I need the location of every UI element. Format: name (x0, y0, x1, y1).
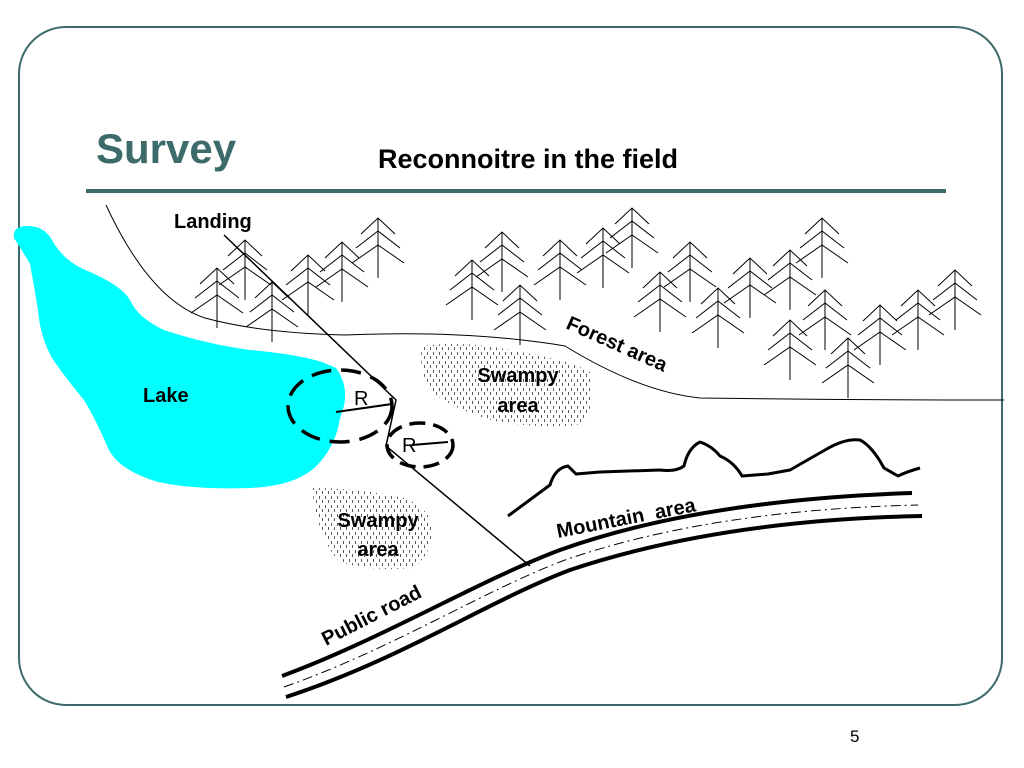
swampy-upper-label-line1: Swampy (477, 365, 559, 387)
tree-icon (891, 289, 945, 351)
slide-title: Survey (96, 125, 237, 172)
slide-subtitle: Reconnoitre in the field (378, 144, 679, 174)
tree-icon (190, 267, 244, 329)
forest-boundary-right (344, 333, 1005, 401)
recon-point-label-2: R (402, 435, 416, 457)
tree-icon (691, 287, 745, 349)
tree-icon (795, 217, 849, 279)
tree-icon (475, 231, 529, 293)
recon-bearing-1 (335, 403, 393, 413)
tree-icon (245, 281, 299, 343)
title-divider (86, 189, 946, 193)
tree-icon (663, 241, 717, 303)
recon-point-label-1: R (354, 388, 368, 410)
tree-icon (821, 337, 875, 399)
swampy-upper-label-line2: area (497, 395, 539, 417)
lake-shape (13, 226, 346, 489)
slide-frame (18, 26, 1003, 706)
swampy-area-lower (312, 488, 432, 570)
public-road-label: Public road (318, 581, 425, 650)
tree-icon (763, 249, 817, 311)
forest-boundary-left (105, 204, 346, 336)
recon-bearing-2 (411, 441, 449, 446)
tree-icon (576, 227, 630, 289)
tree-icon (533, 239, 587, 301)
recon-circle-2 (385, 421, 455, 469)
tree-icon (281, 254, 335, 316)
swampy-area-upper (421, 344, 592, 427)
tree-icon (493, 284, 547, 346)
access-route (223, 234, 531, 567)
swampy-lower-label-line2: area (357, 539, 399, 561)
lake-label: Lake (143, 385, 189, 407)
tree-icon (798, 289, 852, 351)
tree-icon (218, 239, 272, 301)
tree-icon (928, 269, 982, 331)
page-number: 5 (850, 727, 860, 746)
swampy-lower-label-line1: Swampy (337, 510, 419, 532)
tree-icon (633, 271, 687, 333)
public-road (281, 491, 923, 699)
tree-icon (723, 257, 777, 319)
landing-label: Landing (174, 211, 252, 233)
tree-icon (445, 259, 499, 321)
mountain-ridge (507, 438, 921, 518)
tree-icon (853, 304, 907, 366)
recon-circle-1 (286, 368, 394, 444)
mountain-area-label: Mountain area (555, 494, 699, 543)
